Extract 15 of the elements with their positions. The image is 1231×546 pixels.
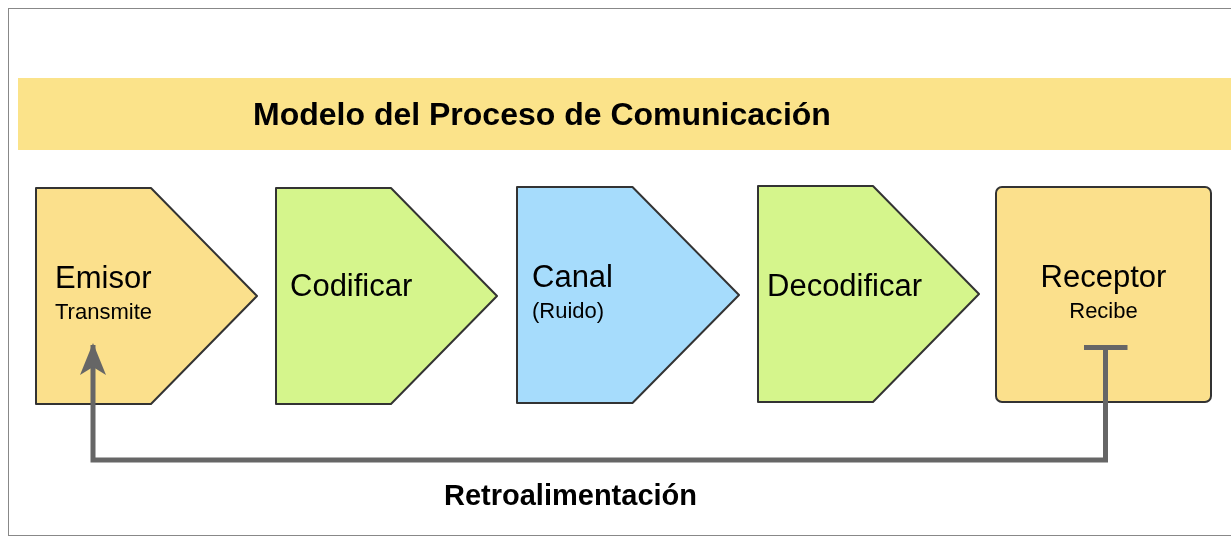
node-title: Decodificar — [767, 267, 923, 305]
title: Modelo del Proceso de Comunicación — [253, 95, 831, 134]
node-subtitle: Transmite — [55, 297, 152, 326]
node-title: Canal — [532, 258, 613, 296]
feedback-arrow — [80, 343, 1128, 463]
node-subtitle: (Ruido) — [532, 296, 605, 325]
arrow-shape — [516, 186, 740, 404]
node-title: Emisor — [55, 259, 152, 297]
node-subtitle: Recibe — [1069, 296, 1138, 325]
arrow-shape — [275, 187, 498, 405]
node-title: Receptor — [1040, 258, 1167, 296]
arrow-shape — [757, 185, 980, 403]
node-title: Codificar — [290, 267, 413, 305]
rounded-box — [995, 186, 1212, 403]
arrow-shape — [35, 187, 258, 405]
